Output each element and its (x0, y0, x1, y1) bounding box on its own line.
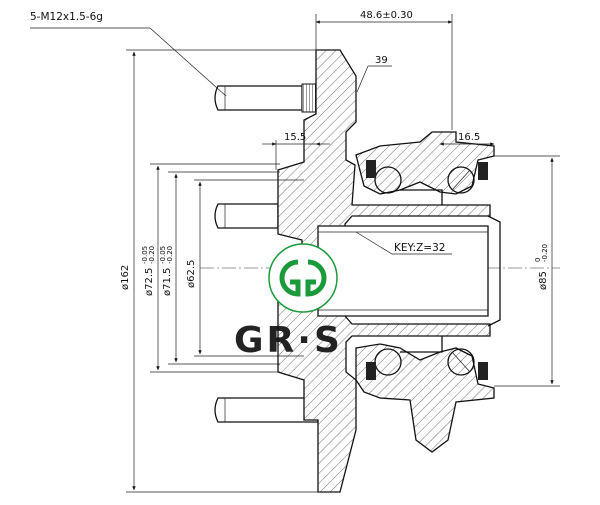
wheel-stud-middle (214, 203, 279, 229)
dim-dia-85: ø85 (538, 271, 549, 290)
svg-text:GR·S: GR·S (234, 320, 343, 361)
wheel-stud-top (214, 83, 317, 113)
key-teeth-callout: KEY:Z=32 (394, 242, 445, 254)
dim-dia-85-tol2: -0.20 (541, 244, 549, 262)
dim-dia-71-5: ø71.5 (162, 268, 173, 296)
dim-dia-162: ø162 (120, 265, 131, 290)
dim-diameter-right (494, 155, 560, 387)
hub-flange (277, 49, 491, 493)
dim-dia-72-5: ø72.5 (144, 268, 155, 296)
dim-dia-72-5-tol: -0.05 (141, 246, 149, 264)
outer-ring-bottom (355, 343, 495, 453)
dim-bearing-16-5: 16.5 (458, 132, 480, 143)
dim-dia-71-5-tol: -0.05 (159, 246, 167, 264)
dim-dia-85-tol: 0 (534, 258, 542, 262)
dim-dia-72-5-tol2: -0.20 (148, 246, 156, 264)
dim-dia-62-5: ø62.5 (186, 260, 197, 288)
wheel-stud-bottom (214, 397, 319, 423)
seals (366, 160, 488, 380)
dim-width-48-6: 48.6±0.30 (360, 10, 413, 21)
stud-thread-callout: 5-M12x1.5-6g (30, 11, 103, 23)
watermark-logo-circle (268, 243, 338, 313)
dim-dia-71-5-tol2: -0.20 (166, 246, 174, 264)
spline-bore (317, 225, 489, 317)
dim-flange-15-5: 15.5 (284, 132, 306, 143)
chamfer-mark: 39 (375, 55, 388, 66)
watermark-logo-grs: GR·S (234, 320, 343, 361)
dim-diameters-left (126, 49, 320, 493)
